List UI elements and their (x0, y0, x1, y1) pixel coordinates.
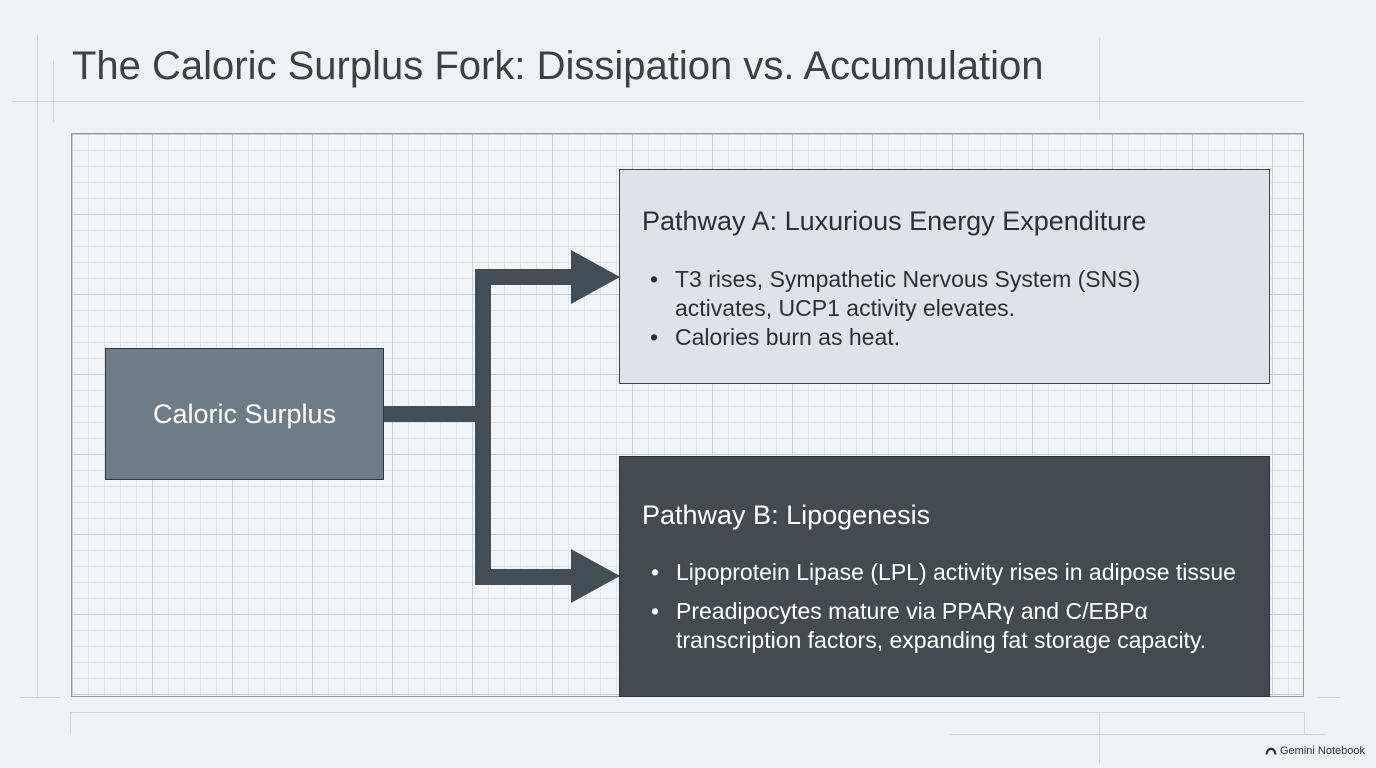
guide-line-bottom-left (20, 697, 60, 698)
fork-trunk (475, 269, 491, 585)
pathway-a-title: Pathway A: Luxurious Energy Expenditure (642, 206, 1147, 236)
guide-line-top (12, 101, 1304, 102)
guide-line-footer-v2 (1099, 712, 1100, 764)
pathway-b-bullet-1: Lipoprotein Lipase (LPL) activity rises … (676, 559, 1236, 585)
guide-line-footer-v1 (70, 712, 71, 734)
slide-title: The Caloric Surplus Fork: Dissipation vs… (72, 44, 1044, 88)
pathway-b-bullet-line-2b: transcription factors, expanding fat sto… (676, 627, 1207, 653)
branch-b-arrowhead (571, 549, 620, 603)
branch-a-arrowhead (571, 250, 620, 304)
guide-line-bottom-right (1318, 697, 1340, 698)
guide-line-title-left (53, 60, 54, 122)
caloric-surplus-label: Caloric Surplus (152, 398, 337, 429)
list-item: Lipoprotein Lipase (LPL) activity rises … (651, 558, 1236, 587)
fork-arrow-group (384, 250, 620, 603)
pathway-a-box: Pathway A: Luxurious Energy Expenditure … (619, 169, 1270, 384)
source-connector (384, 406, 476, 422)
gemini-logo-icon (1265, 747, 1277, 755)
pathway-a-bullets: T3 rises, Sympathetic Nervous System (SN… (650, 265, 1140, 352)
pathway-b-box: Pathway B: Lipogenesis Lipoprotein Lipas… (619, 456, 1270, 697)
branch-b-shaft (475, 569, 573, 585)
pathway-b-bullet-line-2a: Preadipocytes mature via PPARγ and C/EBP… (676, 598, 1148, 624)
pathway-b-title: Pathway B: Lipogenesis (642, 500, 931, 530)
list-item: T3 rises, Sympathetic Nervous System (SN… (650, 265, 1140, 323)
pathway-a-bullet-line-1b: activates, UCP1 activity elevates. (675, 295, 1016, 321)
guide-line-bottom (71, 712, 1304, 713)
pathway-a-bullet-2: Calories burn as heat. (675, 324, 901, 350)
guide-line-footer-v3 (1304, 712, 1305, 734)
caloric-surplus-node: Caloric Surplus (105, 348, 384, 480)
gemini-notebook-watermark: Gemini Notebook (1265, 745, 1365, 757)
pathway-a-bullet-line-1a: T3 rises, Sympathetic Nervous System (SN… (675, 266, 1141, 292)
list-item: Calories burn as heat. (650, 323, 1140, 352)
guide-line-left (37, 35, 38, 698)
guide-line-title-right (1099, 38, 1100, 120)
guide-line-footer (950, 734, 1326, 735)
list-item: Preadipocytes mature via PPARγ and C/EBP… (651, 597, 1236, 655)
pathway-b-bullets: Lipoprotein Lipase (LPL) activity rises … (651, 558, 1236, 655)
branch-a-shaft (475, 269, 573, 285)
watermark-text: Gemini Notebook (1280, 745, 1365, 757)
